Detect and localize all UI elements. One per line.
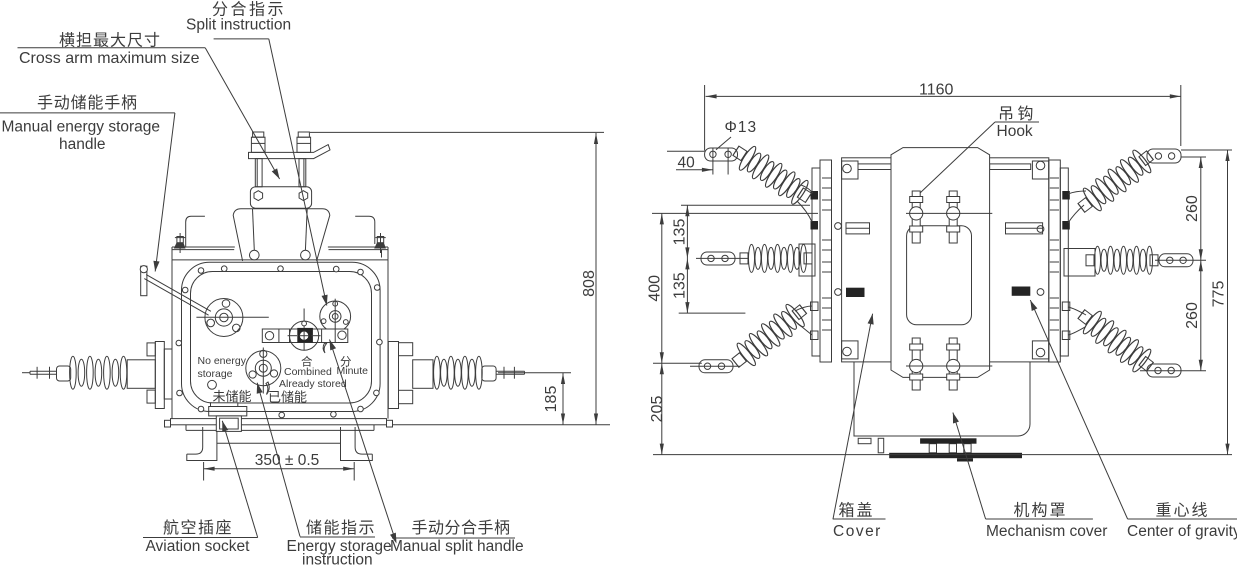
svg-text:航空插座: 航空插座 [163,519,233,537]
svg-text:185: 185 [543,386,560,413]
svg-text:箱盖: 箱盖 [839,502,875,520]
svg-text:instruction: instruction [302,552,373,566]
svg-text:合: 合 [301,355,313,369]
svg-text:storage: storage [198,368,233,380]
svg-text:重心线: 重心线 [1156,502,1210,520]
svg-text:135: 135 [672,272,689,299]
svg-text:分合指示: 分合指示 [212,1,286,19]
svg-text:Manual split handle: Manual split handle [390,538,524,555]
svg-text:Split instruction: Split instruction [186,17,291,34]
svg-text:Mechanism cover: Mechanism cover [986,523,1107,540]
svg-text:260: 260 [1184,302,1201,329]
svg-text:205: 205 [649,396,666,423]
svg-text:未储能: 未储能 [213,389,252,404]
svg-text:Cover: Cover [833,523,882,540]
svg-text:Φ13: Φ13 [725,119,758,136]
svg-text:260: 260 [1184,195,1201,222]
svg-text:Already stored: Already stored [279,378,347,390]
svg-text:1160: 1160 [919,82,954,99]
svg-text:775: 775 [1211,281,1228,308]
svg-text:储能指示: 储能指示 [306,519,376,537]
svg-text:Center of gravity: Center of gravity [1127,523,1237,540]
svg-text:handle: handle [59,136,106,153]
svg-text:已储能: 已储能 [268,390,307,405]
svg-text:135: 135 [672,219,689,246]
svg-text:Energy storage: Energy storage [287,538,392,555]
svg-text:Aviation socket: Aviation socket [146,538,251,555]
svg-text:350 ± 0.5: 350 ± 0.5 [255,452,320,469]
svg-text:Hook: Hook [997,123,1033,140]
svg-text:Cross arm maximum size: Cross arm maximum size [19,50,200,67]
svg-text:Manual energy storage: Manual energy storage [2,119,161,136]
svg-text:808: 808 [581,270,598,297]
svg-text:40: 40 [678,155,696,172]
svg-text:横担最大尺寸: 横担最大尺寸 [59,32,161,50]
svg-text:Minute: Minute [337,365,369,377]
svg-text:手动储能手柄: 手动储能手柄 [37,94,138,112]
svg-text:手动分合手柄: 手动分合手柄 [412,519,511,537]
svg-text:400: 400 [647,275,664,302]
svg-text:分: 分 [340,356,352,369]
svg-text:Combined: Combined [284,366,332,378]
svg-text:机构罩: 机构罩 [1014,502,1068,520]
svg-text:No energy: No energy [198,355,247,367]
svg-text:吊钩: 吊钩 [998,105,1037,123]
